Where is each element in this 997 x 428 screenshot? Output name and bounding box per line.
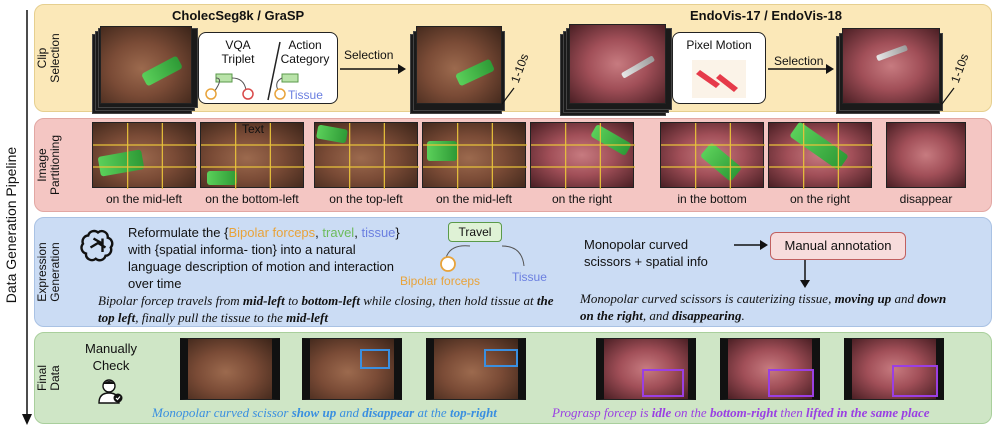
selection-label-left: Selection	[344, 48, 394, 62]
partition-frame	[422, 122, 527, 189]
partition-frame	[886, 122, 966, 188]
text-overlay-label: Text	[242, 122, 265, 136]
vqa-triplet-graph	[205, 41, 299, 101]
manual-annotation-box: Manual annotation	[770, 232, 906, 260]
final-frame	[844, 338, 944, 400]
partition-frame	[530, 122, 635, 189]
action-category-label: Action Category	[280, 38, 330, 66]
partition-frame	[314, 122, 419, 189]
travel-graph	[440, 245, 525, 272]
manually-check-label: Manually Check	[84, 341, 138, 373]
selection-arrow-right	[768, 64, 834, 74]
partition-caption: on the top-left	[329, 192, 403, 206]
final-frame	[596, 338, 696, 400]
right-dataset-title: EndoVis-17 / EndoVis-18	[690, 8, 842, 23]
left-result-stack	[410, 26, 505, 114]
left-clip-stack	[92, 26, 198, 114]
final-frame	[180, 338, 280, 400]
reformulate-prompt: Reformulate the {Bipolar forceps, travel…	[128, 225, 400, 291]
duration-bracket-right	[941, 87, 955, 105]
highlight-box	[642, 369, 684, 397]
left-dataset-title: CholecSeg8k / GraSP	[172, 8, 305, 23]
pipeline-arrow	[22, 10, 32, 425]
final-frame	[720, 338, 820, 400]
annotation-down-arrow	[800, 260, 810, 288]
tissue-node-label: Tissue	[512, 270, 547, 284]
partition-caption: in the bottom	[677, 192, 747, 206]
highlight-box	[484, 349, 518, 367]
row-label-expression-generation: Expression Generation	[35, 242, 62, 302]
final-caption-left: Monopolar curved scissor show up and dis…	[152, 405, 497, 420]
travel-node: Travel	[448, 222, 502, 242]
highlight-box	[768, 369, 814, 397]
example-expression-right: Monopolar curved scissors is cauterizing…	[580, 291, 947, 323]
bipolar-forceps-label: Bipolar forceps	[400, 274, 481, 288]
selection-label-right: Selection	[774, 54, 824, 68]
final-frame	[426, 338, 526, 400]
pixel-motion-visual	[692, 60, 746, 98]
openai-logo-icon	[80, 229, 114, 262]
partition-caption: disappear	[899, 192, 953, 206]
duration-bracket-left	[501, 87, 515, 105]
partition-caption: on the mid-left	[435, 192, 513, 206]
highlight-box	[892, 365, 938, 397]
annotation-arrow	[734, 240, 768, 250]
pipeline-label: Data Generation Pipeline	[3, 146, 19, 304]
vqa-triplet-label: VQA Triplet	[221, 38, 255, 66]
partition-caption: on the right	[551, 192, 613, 206]
partition-frame	[768, 121, 873, 189]
vqa-action-box	[198, 32, 338, 104]
partition-caption: on the mid-left	[105, 192, 183, 206]
partition-frame	[660, 122, 765, 189]
row-label-image-partitioning: Image Partitioning	[35, 134, 62, 196]
right-result-stack	[836, 28, 943, 114]
final-caption-right: Prograsp forcep is idle on the bottom-ri…	[552, 405, 930, 420]
partition-caption: on the right	[789, 192, 851, 206]
tissue-label: Tissue	[288, 88, 323, 102]
pixel-motion-label: Pixel Motion	[686, 38, 752, 52]
selection-arrow-left	[340, 64, 406, 74]
monopolar-info: Monopolar curved scissors + spatial info	[584, 237, 708, 269]
right-clip-stack	[560, 24, 672, 116]
highlight-box	[360, 349, 390, 369]
final-frame	[302, 338, 402, 400]
reviewer-avatar-icon	[98, 379, 123, 404]
partition-frame	[200, 122, 305, 189]
row-label-final-data: Final Data	[35, 365, 62, 392]
partition-frame	[92, 122, 197, 189]
example-expression-left: Bipolar forcep travels from mid-left to …	[98, 293, 554, 325]
partition-caption: on the bottom-left	[205, 192, 299, 206]
row-label-clip-selection: Clip Selection	[35, 33, 62, 83]
